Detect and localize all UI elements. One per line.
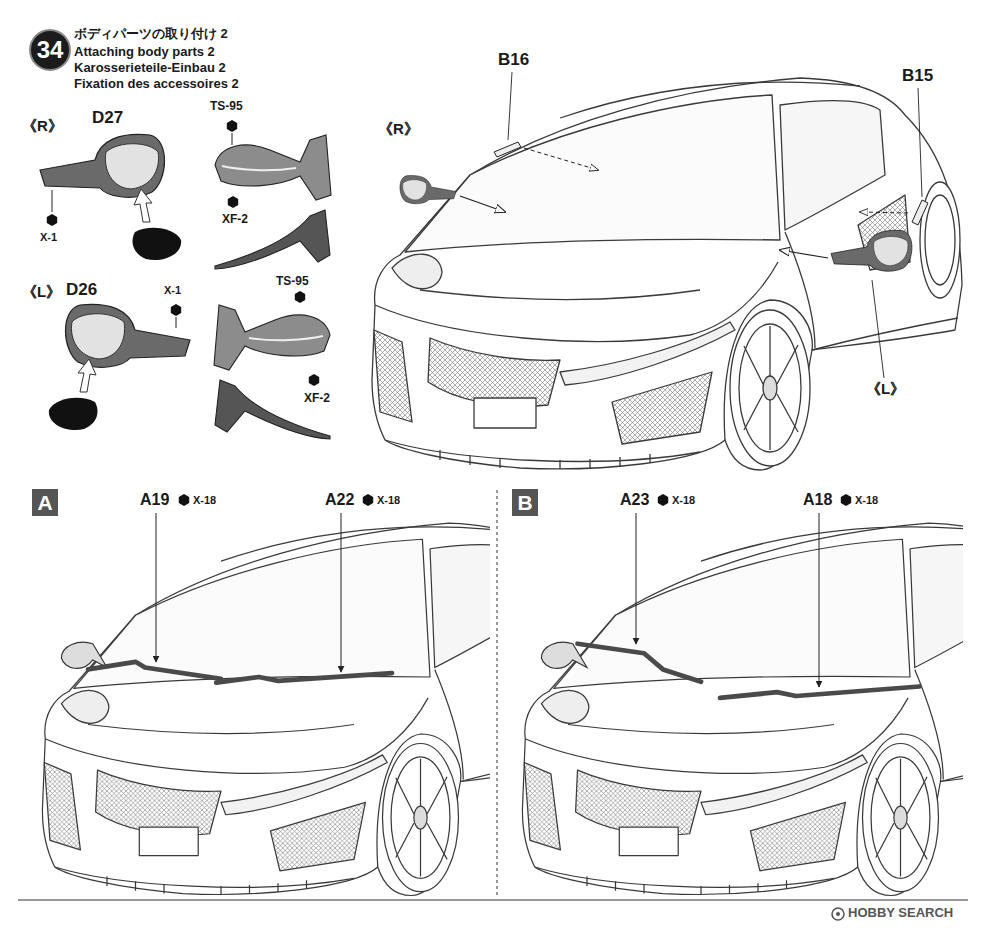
variant-badge: B	[512, 489, 538, 516]
paint-code: X-18	[377, 494, 400, 507]
line-art-use	[47, 214, 57, 226]
line-art-line	[176, 317, 177, 328]
node-label: A	[37, 492, 52, 513]
line-art-use	[40, 134, 181, 260]
line-art-use	[831, 230, 912, 271]
line-art-circle	[836, 912, 840, 916]
paint-code: XF-2	[222, 213, 248, 227]
part-number: A22	[325, 491, 354, 509]
part-number: A18	[803, 491, 832, 509]
line-art-path	[216, 673, 392, 683]
line-art-line	[508, 72, 512, 140]
line-art-line	[18, 899, 968, 900]
variant-badge: A	[32, 489, 58, 516]
line-art-path	[720, 687, 920, 698]
line-art-g	[42, 523, 490, 895]
line-art-g	[522, 523, 963, 895]
part-number: B16	[498, 50, 529, 70]
line-art-use	[295, 291, 305, 303]
part-number: D26	[66, 280, 97, 300]
line-art-use	[61, 642, 107, 668]
line-art-line	[341, 513, 342, 672]
line-art-line	[232, 133, 233, 145]
line-art-path	[494, 142, 521, 157]
line-art-line	[819, 513, 820, 687]
paint-code: XF-2	[304, 392, 330, 406]
line-art-line	[156, 513, 157, 662]
side-marker: 《R》	[22, 117, 63, 134]
node-label: 34	[37, 38, 64, 62]
paint-code: X-1	[40, 231, 57, 244]
line-art-use	[179, 494, 189, 506]
line-art-line	[636, 513, 637, 644]
side-marker: 《L》	[866, 380, 905, 397]
line-art-line	[872, 280, 884, 378]
line-art-line	[918, 88, 922, 197]
line-art-use	[372, 78, 962, 470]
line-art-line	[496, 490, 497, 896]
line-art-use	[658, 494, 668, 506]
paint-code: X-1	[164, 284, 181, 297]
line-art-use	[400, 175, 456, 203]
step-number: 34	[29, 29, 71, 71]
line-art-use	[522, 523, 963, 895]
line-art-use	[215, 135, 331, 269]
line-art-use	[841, 494, 851, 506]
line-art-line	[460, 196, 505, 212]
line-art-use	[309, 374, 319, 386]
side-marker: 《R》	[378, 120, 419, 137]
node-label: B	[517, 492, 532, 513]
line-art-use	[363, 494, 373, 506]
part-number: A23	[620, 491, 649, 509]
line-art-line	[780, 250, 828, 258]
line-art-circle	[832, 908, 844, 920]
part-number: B15	[902, 66, 933, 86]
line-art-path	[912, 200, 928, 225]
part-number: A19	[140, 491, 169, 509]
line-art-use	[214, 305, 330, 439]
paint-code: X-18	[672, 494, 695, 507]
step-title: ボディパーツの取り付け 2	[74, 27, 228, 42]
line-art-path	[578, 644, 702, 682]
side-marker: 《L》	[22, 283, 61, 300]
part-number: D27	[92, 108, 123, 128]
line-art-use	[228, 196, 238, 208]
line-art-use	[49, 304, 190, 430]
paint-code: X-18	[855, 494, 878, 507]
step-title-en: Attaching body parts 2	[74, 45, 215, 60]
paint-code: TS-95	[210, 100, 243, 114]
line-art-use	[227, 120, 237, 132]
line-art-line	[52, 190, 53, 212]
watermark: HOBBY SEARCH	[848, 906, 953, 921]
line-art-g	[42, 523, 490, 895]
paint-code: TS-95	[276, 275, 309, 289]
paint-code: X-18	[193, 494, 216, 507]
line-art-line	[524, 148, 598, 170]
line-art-g	[522, 523, 963, 895]
step-title-fr: Fixation des accessoires 2	[74, 77, 239, 92]
line-art-use	[42, 523, 490, 895]
line-art-line	[860, 212, 908, 213]
line-art-use	[171, 304, 181, 316]
step-title-de: Karosserieteile-Einbau 2	[74, 61, 226, 76]
line-art-path	[88, 662, 221, 679]
